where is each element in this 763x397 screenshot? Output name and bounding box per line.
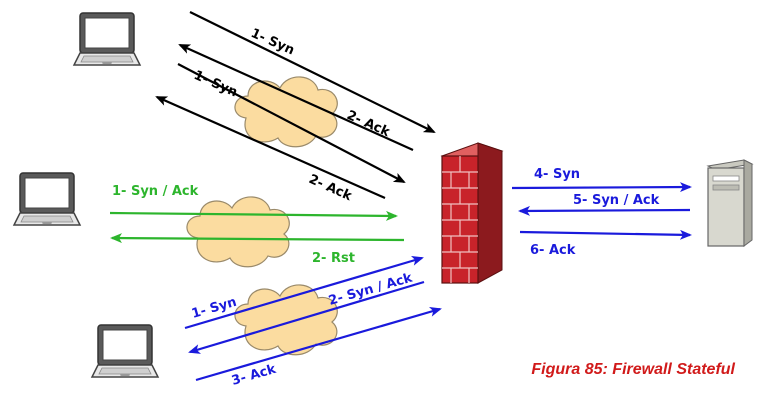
top-flow-label-2: 2- Ack [344, 108, 392, 140]
arrow-syn-ack [518, 205, 691, 216]
bottom-flow [184, 256, 442, 382]
server-flow-label-3: 6- Ack [530, 243, 576, 258]
arrow-syn-ack [109, 210, 398, 221]
arrow-syn-2 [177, 63, 406, 183]
bottom-flow-label-3: 3- Ack [230, 362, 278, 389]
server-flow-label-1: 4- Syn [534, 167, 580, 182]
server-flow-label-2: 5- Syn / Ack [573, 193, 660, 208]
top-flow-label-3: 1- Syn [191, 68, 239, 100]
laptop-icon [73, 12, 141, 66]
arrow-syn-return [178, 43, 414, 152]
top-flow [155, 11, 436, 200]
middle-flow-label-1: 1- Syn / Ack [112, 184, 199, 199]
arrow-syn [184, 256, 424, 330]
arrow-ack-return [155, 95, 386, 200]
middle-flow [109, 210, 405, 244]
laptop-icon [13, 172, 81, 226]
arrow-syn [511, 182, 692, 193]
laptop-icon [91, 324, 159, 378]
server-icon [706, 159, 754, 247]
bottom-flow-label-1: 1- Syn [190, 295, 238, 322]
cloud-icon [186, 196, 290, 268]
arrow-ack [519, 229, 692, 240]
firewall-icon [440, 142, 504, 284]
arrow-syn-1 [189, 11, 436, 133]
cloud-icon [234, 76, 338, 148]
arrow-ack [195, 306, 442, 382]
arrow-rst [110, 233, 405, 244]
middle-flow-label-2: 2- Rst [312, 251, 355, 266]
arrow-syn-ack [188, 280, 425, 354]
figure-caption: Figura 85: Firewall Stateful [531, 361, 735, 378]
server-flow [511, 182, 692, 240]
top-flow-label-4: 2- Ack [306, 172, 354, 204]
